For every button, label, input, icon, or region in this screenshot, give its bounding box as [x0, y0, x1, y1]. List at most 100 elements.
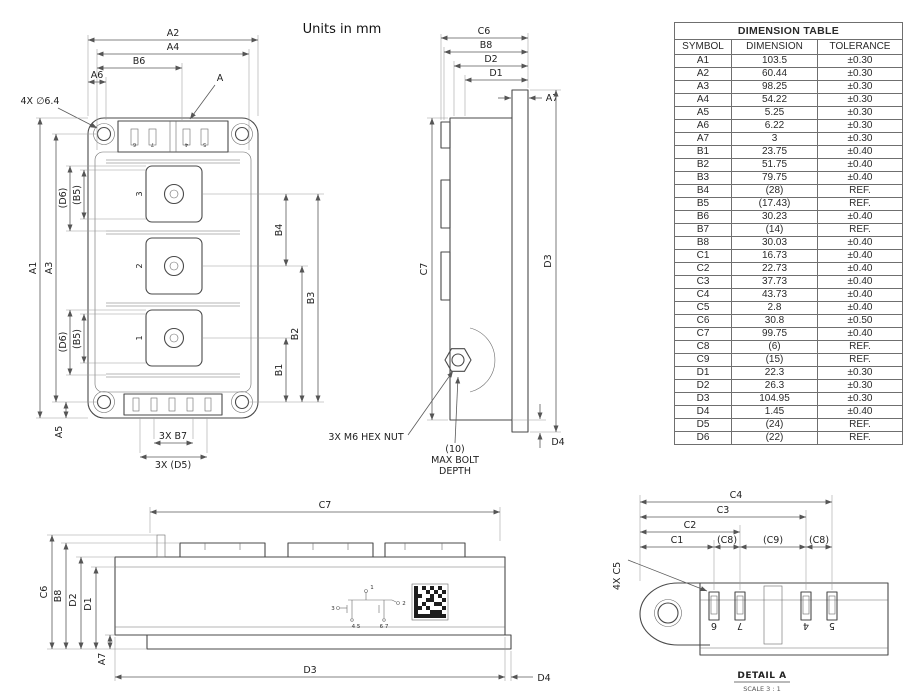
- pin-number: 6: [133, 141, 136, 147]
- detail-a-marker: A: [217, 73, 224, 84]
- tolerance-cell: ±0.40: [817, 210, 903, 224]
- detail-terminal-block: [699, 582, 889, 656]
- mounting-hole: [96, 394, 112, 410]
- pin-number: 4: [803, 620, 809, 631]
- circuit-schematic: 1 3 2 4 5 6 7: [331, 585, 406, 630]
- schematic-pin-label: 6 7: [380, 624, 389, 630]
- mount-hole-callout: 4X ∅6.4: [21, 96, 60, 107]
- dimension-cell: (15): [731, 353, 818, 367]
- dim-label-a6: A6: [91, 70, 104, 81]
- dimension-cell: (14): [731, 223, 818, 237]
- dim-label-b3: B3: [306, 292, 317, 305]
- pad-number: 3: [135, 191, 144, 196]
- column-header-dimension: DIMENSION: [731, 39, 818, 55]
- main-terminal-pad: [145, 237, 203, 295]
- tolerance-cell: ±0.40: [817, 301, 903, 315]
- tolerance-cell: ±0.40: [817, 275, 903, 289]
- symbol-cell: C8: [674, 340, 732, 354]
- pin-number: 5: [829, 620, 835, 631]
- long-side-view: 1 3 2 4 5 6 7 C7 C6 B8 D2 D1 A7 D3: [39, 500, 551, 684]
- dimension-cell: 79.75: [731, 171, 818, 185]
- detail-scale: SCALE 3 : 1: [743, 685, 781, 693]
- dimension-cell: 26.3: [731, 379, 818, 393]
- tolerance-cell: REF.: [817, 184, 903, 198]
- detail-title: DETAIL A: [737, 671, 786, 681]
- dim-label-c7: C7: [319, 500, 332, 511]
- dimension-table-title: DIMENSION TABLE: [674, 22, 903, 40]
- dim-label-a1: A1: [28, 262, 39, 275]
- front-view: 6 7 4 5 3 2 1 A2 A4 B6 A6: [21, 28, 324, 471]
- symbol-cell: B3: [674, 171, 732, 185]
- pad-number: 1: [135, 335, 144, 340]
- dimension-cell: 5.25: [731, 106, 818, 120]
- dim-label-a3: A3: [44, 262, 55, 275]
- dim-label-b2: B2: [290, 328, 301, 341]
- dim-label-d4: D4: [537, 673, 550, 684]
- dim-label-b8: B8: [480, 40, 493, 51]
- tolerance-cell: REF.: [817, 223, 903, 237]
- symbol-cell: C1: [674, 249, 732, 263]
- dimension-cell: 98.25: [731, 80, 818, 94]
- table-row: B7(14)REF.: [674, 223, 903, 237]
- tolerance-cell: ±0.40: [817, 262, 903, 276]
- detail-ear-outline: [639, 582, 710, 646]
- symbol-cell: C6: [674, 314, 732, 328]
- dim-label-c8-ref: (C8): [717, 535, 737, 546]
- tolerance-cell: ±0.30: [817, 379, 903, 393]
- dimension-cell: 60.44: [731, 67, 818, 81]
- dimension-cell: 16.73: [731, 249, 818, 263]
- dim-label-c9-ref: (C9): [763, 535, 783, 546]
- side-body-outline: [449, 117, 512, 421]
- dimension-cell: 103.5: [731, 54, 818, 68]
- dimension-cell: 3: [731, 132, 818, 146]
- detail-mounting-hole: [657, 602, 679, 624]
- dim-label-b6: B6: [133, 56, 146, 67]
- mounting-hole: [96, 126, 112, 142]
- dim-label-d6-ref: (D6): [58, 188, 69, 209]
- schematic-pin-label: 1: [370, 585, 374, 591]
- dim-label-c6: C6: [39, 586, 50, 599]
- dimension-cell: 30.03: [731, 236, 818, 250]
- tolerance-cell: REF.: [817, 197, 903, 211]
- pin-number: 7: [737, 620, 743, 631]
- dimension-cell: 30.23: [731, 210, 818, 224]
- symbol-cell: D5: [674, 418, 732, 432]
- tolerance-cell: ±0.30: [817, 67, 903, 81]
- dimension-cell: (24): [731, 418, 818, 432]
- symbol-cell: B7: [674, 223, 732, 237]
- dim-label-d3: D3: [543, 254, 554, 267]
- dim-label-d2: D2: [484, 54, 497, 65]
- long-side-baseplate: [146, 634, 512, 650]
- pin-number: 6: [711, 620, 717, 631]
- tolerance-cell: ±0.40: [817, 145, 903, 159]
- dim-label-a2: A2: [167, 28, 180, 39]
- bolt-depth-callout: DEPTH: [439, 466, 471, 477]
- dim-label-a5: A5: [54, 426, 65, 439]
- dimension-cell: (17.43): [731, 197, 818, 211]
- units-note: Units in mm: [303, 22, 382, 37]
- tolerance-cell: ±0.30: [817, 392, 903, 406]
- symbol-cell: A3: [674, 80, 732, 94]
- pin-number: 5: [203, 141, 206, 147]
- symbol-cell: D3: [674, 392, 732, 406]
- dim-label-c2: C2: [684, 520, 697, 531]
- dimension-cell: (6): [731, 340, 818, 354]
- tolerance-cell: ±0.40: [817, 236, 903, 250]
- column-header-tolerance: TOLERANCE: [817, 39, 903, 55]
- tolerance-cell: ±0.30: [817, 119, 903, 133]
- dimension-cell: (28): [731, 184, 818, 198]
- symbol-cell: D2: [674, 379, 732, 393]
- dimension-cell: 54.22: [731, 93, 818, 107]
- dim-label-d1: D1: [83, 597, 94, 610]
- tolerance-cell: ±0.30: [817, 366, 903, 380]
- tolerance-cell: ±0.40: [817, 249, 903, 263]
- dim-label-c3: C3: [717, 505, 730, 516]
